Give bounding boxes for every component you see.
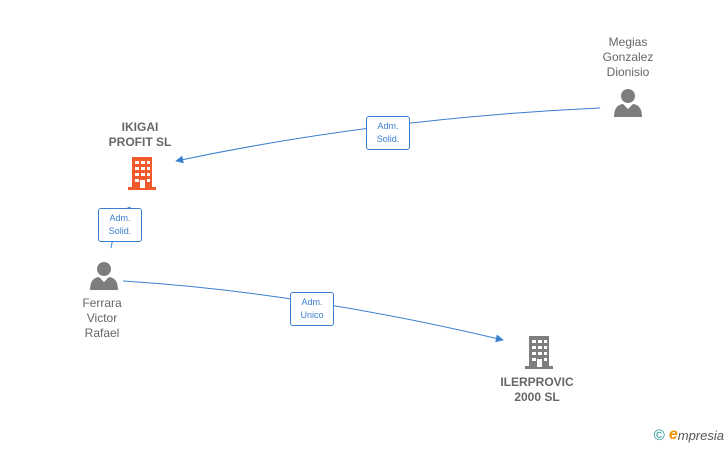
building-icon[interactable]	[525, 336, 553, 369]
person-label-megias[interactable]: Megias Gonzalez Dionisio	[602, 35, 654, 79]
person-label-ferrara[interactable]: Ferrara Victor Rafael	[82, 296, 122, 340]
company-label-ikigai[interactable]: IKIGAI PROFIT SL	[108, 120, 172, 149]
brand-name: mpresia	[677, 427, 724, 443]
copyright-symbol: ©	[653, 426, 665, 444]
person-icon[interactable]	[614, 89, 642, 117]
edge-label-ferrara-ilerprovic: Adm. Unico	[290, 292, 334, 326]
person-icon[interactable]	[90, 262, 118, 290]
edge-label-ferrara-ikigai: Adm. Solid.	[98, 208, 142, 242]
building-icon[interactable]	[128, 157, 156, 190]
company-label-ilerprovic[interactable]: ILERPROVIC 2000 SL	[500, 375, 574, 404]
brand-initial: e	[668, 426, 678, 443]
edge-label-megias-ikigai: Adm. Solid.	[366, 116, 410, 150]
